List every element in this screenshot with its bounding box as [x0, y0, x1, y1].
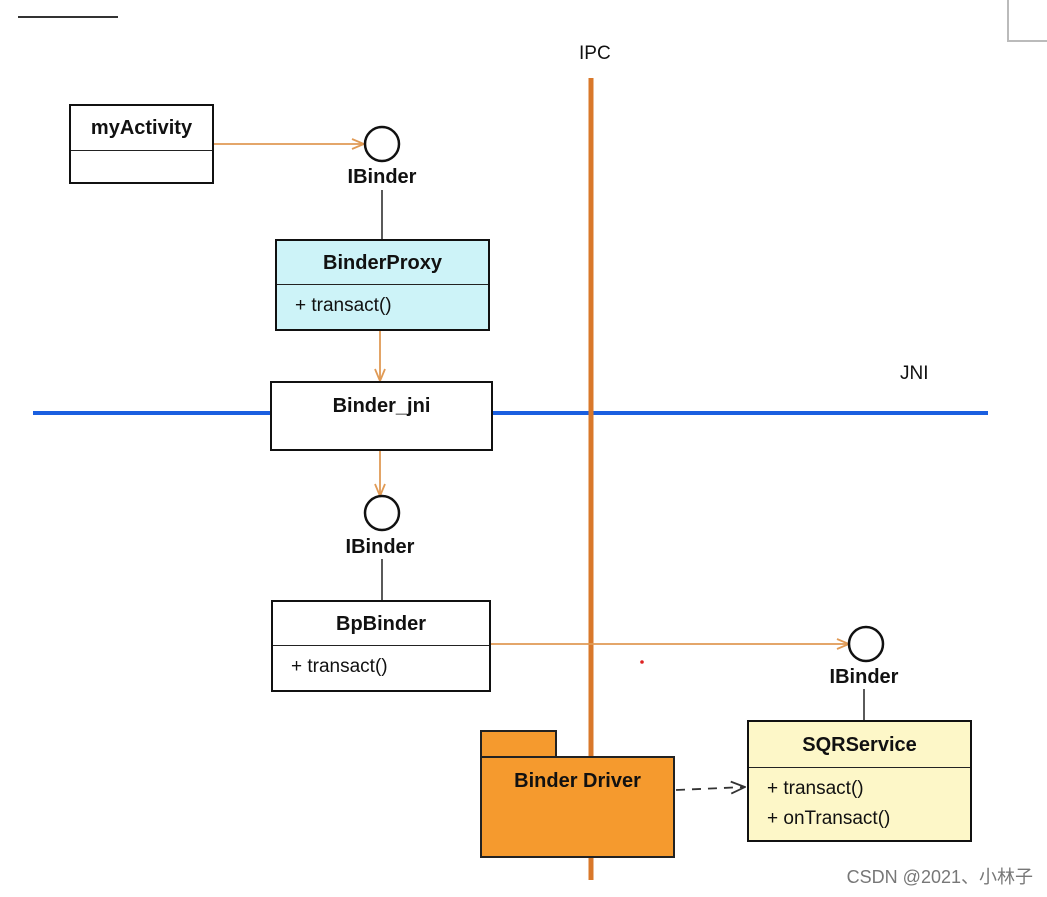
binder-jni-title: Binder_jni	[332, 395, 431, 417]
myactivity-title: myActivity	[71, 106, 212, 151]
ibinder-right-circle	[847, 625, 885, 663]
ibinder-mid-label: IBinder	[345, 536, 415, 558]
sqrservice-class: SQRService + transact() + onTransact()	[747, 720, 972, 842]
window-corner	[1007, 0, 1047, 42]
binder-driver-tab	[480, 730, 557, 758]
bpbinder-op-transact: + transact()	[291, 656, 388, 677]
ibinder-top-label: IBinder	[347, 166, 417, 188]
sqrservice-title: SQRService	[749, 722, 970, 768]
bpbinder-class: BpBinder + transact()	[271, 600, 491, 692]
driver-to-service-dependency	[675, 787, 745, 790]
top-divider	[18, 16, 118, 18]
ibinder-top-circle	[363, 125, 401, 163]
sqrservice-op-transact: + transact()	[767, 778, 864, 799]
binderproxy-class: BinderProxy + transact()	[275, 239, 490, 331]
binderproxy-op-transact: + transact()	[295, 295, 392, 316]
bpbinder-title: BpBinder	[273, 602, 489, 646]
sqrservice-op-ontransact: + onTransact()	[767, 808, 891, 829]
binderproxy-title: BinderProxy	[277, 241, 488, 285]
binder-driver-shape	[480, 756, 675, 858]
bpbinder-ops: + transact()	[273, 646, 489, 682]
watermark: CSDN @2021、小林子	[846, 867, 1033, 887]
ipc-label: IPC	[579, 43, 611, 64]
myactivity-class: myActivity	[69, 104, 214, 184]
sqrservice-ops: + transact() + onTransact()	[749, 768, 970, 834]
binderproxy-ops: + transact()	[277, 285, 488, 321]
jni-label: JNI	[900, 363, 929, 384]
binder-driver-label: Binder Driver	[514, 770, 641, 792]
ibinder-right-label: IBinder	[829, 666, 899, 688]
binder-jni-class: Binder_jni	[270, 381, 493, 451]
stray-dot	[640, 660, 644, 664]
ibinder-mid-circle	[363, 494, 401, 532]
